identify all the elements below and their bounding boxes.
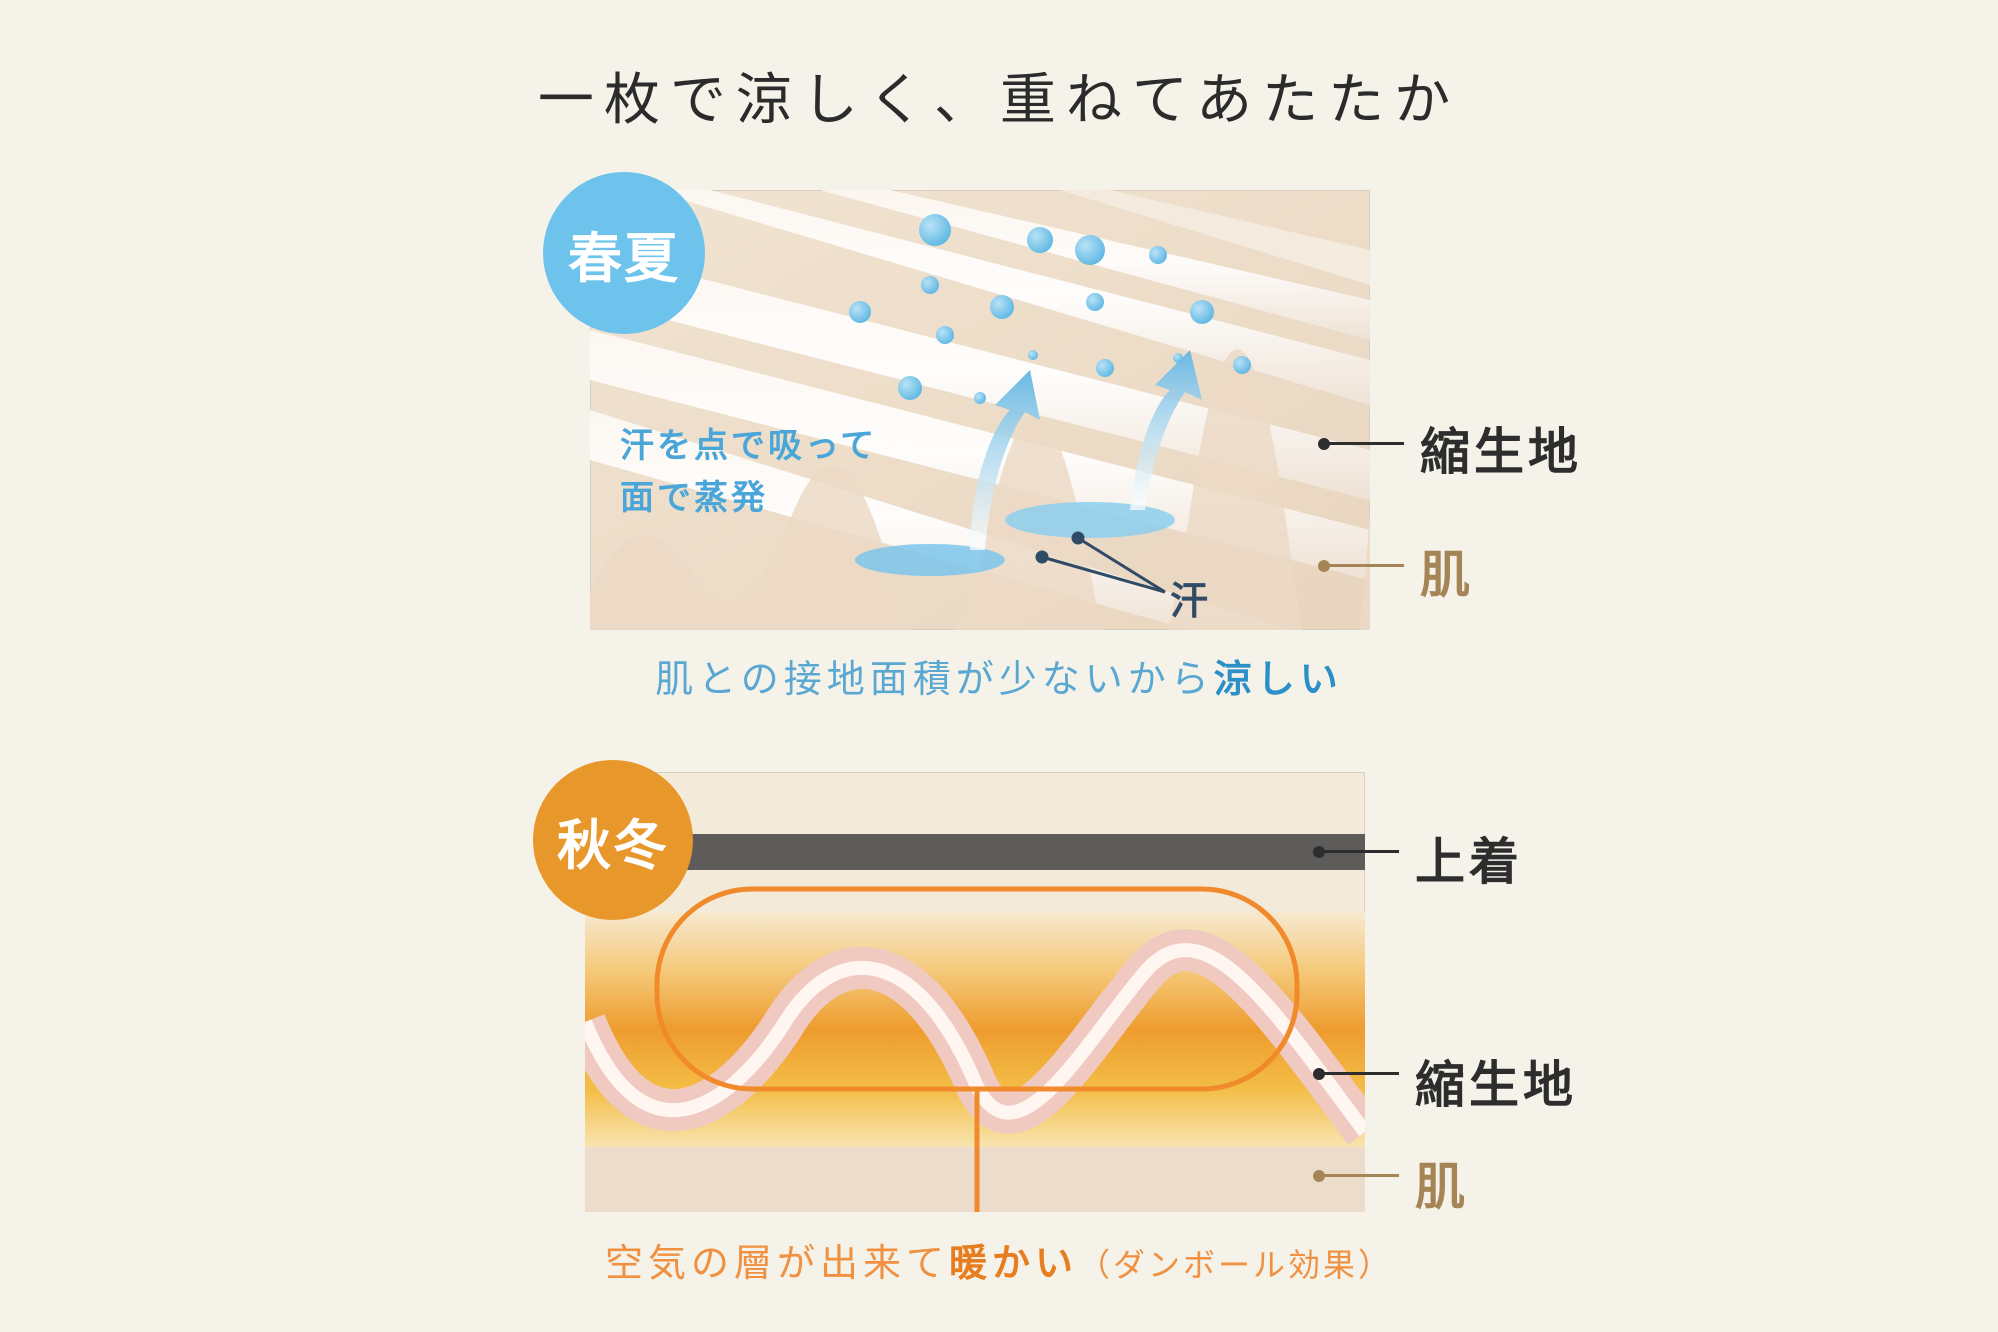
summer-illustration <box>590 190 1370 630</box>
leader-line <box>1324 442 1404 445</box>
winter-badge: 秋冬 <box>533 760 693 920</box>
leader-line <box>1319 1072 1399 1075</box>
summer-note: 汗を点で吸って 面で蒸発 <box>620 426 878 518</box>
fabric-wave-edge <box>590 349 1370 630</box>
sweat-pointers <box>1035 531 1166 594</box>
page-title: 一枚で涼しく、重ねてあたたか <box>537 68 1461 133</box>
sweat-puddle <box>855 544 1005 576</box>
winter-skin-label: 肌 <box>1415 1158 1469 1216</box>
winter-illustration <box>585 772 1365 1212</box>
summer-panel <box>590 190 1370 630</box>
winter-panel <box>585 772 1365 1212</box>
leader-line <box>1319 1174 1399 1177</box>
sweat-label: 汗 <box>1170 579 1209 623</box>
fabric-ridges <box>590 190 1370 630</box>
summer-skin-label: 肌 <box>1420 546 1474 604</box>
leader-line <box>1319 850 1399 853</box>
summer-badge: 春夏 <box>543 172 705 334</box>
outer-jacket-layer <box>585 834 1365 870</box>
winter-caption: 空気の層が出来て暖かい（ダンボール効果） <box>604 1241 1394 1285</box>
leader-line <box>1324 564 1404 567</box>
sweat-puddle <box>1005 502 1175 538</box>
evaporation-arrows <box>970 350 1202 550</box>
vapor-droplets <box>849 214 1251 404</box>
summer-fabric-label: 縮生地 <box>1420 423 1582 481</box>
winter-fabric-label: 縮生地 <box>1415 1056 1577 1114</box>
winter-outer-label: 上着 <box>1415 833 1523 891</box>
summer-caption: 肌との接地面積が少ないから涼しい <box>655 657 1343 701</box>
